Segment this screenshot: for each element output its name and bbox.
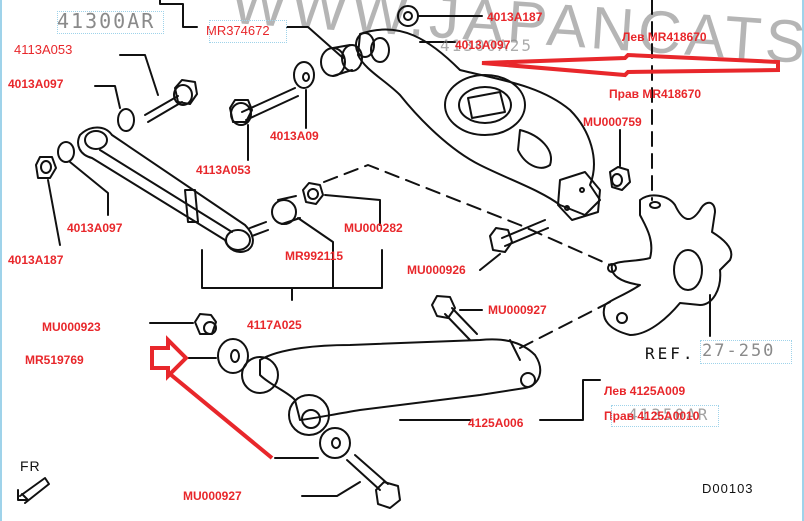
leader-4125a006 [399,379,601,421]
bracket-4117a025 [201,249,383,301]
washer-bottom [319,427,351,459]
part-label-4125a006: 4125A006 [468,416,524,430]
part-label-4113a053-top: 4113A053 [14,42,73,57]
frame-right-border [802,0,804,521]
label-box-ref-number [700,340,792,364]
washer-4013a09 [293,61,315,89]
leader-4113a053-top [119,54,159,96]
part-label-mr519769: MR519769 [25,353,84,367]
label-box-mr374672 [209,20,287,43]
washer-4013a097-top [117,108,135,132]
trailing-arm-4125a006 [241,338,542,436]
leader-mr992115 [297,217,334,259]
front-indicator: FR [20,458,41,474]
ghost-code-top: 41300A25 [440,36,534,55]
part-label-mu000282: MU000282 [344,221,403,235]
upper-control-arm [355,28,601,221]
lateral-link-arm [77,126,269,253]
leader-4013a097-left [69,161,109,216]
leader-mu000926 [479,253,501,271]
leader-mu000282 [324,194,381,226]
part-label-mu000926: MU000926 [407,263,466,277]
nut-mu000923 [194,313,217,335]
label-box-title-code [57,11,164,34]
part-label-4113a053-mid: 4113A053 [196,163,251,177]
part-label-prav-mr418670: Прав MR418670 [609,87,702,101]
bolt-4113a053-top [144,79,198,123]
knuckle [602,194,733,336]
ghost-code-bottom: 41350AR [628,405,710,424]
washer-4013a097-left [57,141,75,163]
leader-mu000927-bottom [301,481,361,497]
part-label-lev-4125a009: Лев 4125A009 [604,384,686,398]
part-label-4013a187-top: 4013A187 [487,10,543,24]
drawing-id: D00103 [702,481,754,496]
part-label-mr374672: MR374672 [206,23,270,38]
red-arrow-top [481,52,780,78]
ref-label: REF. [645,344,696,363]
part-label-4013a097-top: 4013A097 [455,38,511,52]
title-code: 41300AR [57,9,156,33]
leader-4013a187-left [47,179,61,246]
nut-4013a187-left [35,156,57,179]
front-arrow-icon [17,477,50,504]
bolt-mu000927-top [431,295,478,341]
nut-mu000282 [302,182,324,205]
part-label-mu000923: MU000923 [42,320,101,334]
part-label-4117a025: 4117A025 [247,318,302,332]
red-arrow-mr519769-head [150,335,189,381]
bushing-mr992115 [271,195,301,225]
leader-4013a097-top-left [94,85,121,109]
washer-mr519769 [217,338,249,374]
part-label-mu000927-bottom: MU000927 [183,489,242,503]
part-label-4013a187-left: 4013A187 [8,253,64,267]
bolt-4113a053-center [229,87,299,126]
frame-left-border [0,0,2,521]
part-label-mu000759: MU000759 [583,115,642,129]
part-label-4013a09: 4013A09 [270,129,319,143]
label-box-prav-4125a0010 [611,405,719,427]
dash-line-upper [323,164,611,266]
nut-4013a187-top [397,5,419,27]
bolt-mu000927-bottom [346,454,401,509]
part-label-mu000927-top: MU000927 [488,303,547,317]
bolt-mu000926 [489,219,549,253]
red-arrow-diagonal [168,372,274,460]
leader-41300ar [159,0,198,28]
bushing-mr374672 [320,44,363,77]
ref-number: 27-250 [702,341,776,361]
dash-line-lower [519,301,611,349]
part-label-4013a097-lower: 4013A097 [67,221,123,235]
part-label-lev-mr418670: Лев MR418670 [622,30,707,44]
part-label-prav-4125a0010: Прав 4125A0010 [604,409,700,423]
part-label-mr992115: MR992115 [285,249,344,263]
part-label-4013a097-left: 4013A097 [8,77,64,91]
leader-mr374672 [286,26,344,59]
nut-mu000759 [609,166,631,191]
